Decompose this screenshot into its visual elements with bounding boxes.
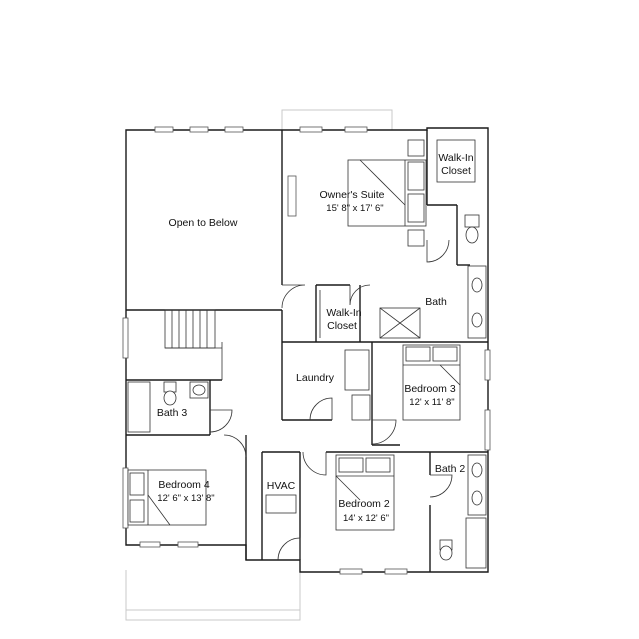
- open-to-below-label: Open to Below: [169, 217, 238, 229]
- laundry-fixtures: [344, 349, 371, 421]
- bath-2-label: Bath 2: [435, 463, 466, 475]
- bedroom-3-size: 12' x 11' 8": [409, 397, 454, 408]
- bath-3-fixtures: [127, 381, 209, 433]
- upper-balcony-outline: [281, 109, 393, 131]
- owners-bed: [347, 139, 427, 247]
- owner-closet-shelf: [436, 139, 476, 183]
- lower-porch-outline: [125, 570, 301, 621]
- hvac-label: HVAC: [267, 480, 296, 492]
- stairs: [164, 309, 223, 380]
- bedroom-3-bed: [402, 344, 461, 421]
- owners-suite-label: Owner's Suite: [319, 189, 384, 201]
- laundry-label: Laundry: [296, 372, 335, 384]
- bedroom-4-label: Bedroom 4: [158, 479, 210, 491]
- bedroom-2-bed: [335, 454, 395, 531]
- owner-closet-label-line1: Walk-In: [438, 152, 473, 164]
- bath-3-label: Bath 3: [157, 407, 188, 419]
- doors: [209, 239, 453, 561]
- interior-walls: [126, 130, 488, 572]
- hall-closet-label-line1: Walk-In: [326, 307, 361, 319]
- room-labels: Open to Below Owner's Suite 15' 8" x 17'…: [157, 152, 474, 524]
- bedroom-2-size: 14' x 12' 6": [343, 513, 389, 524]
- bedroom-4-size: 12' 6" x 13' 8": [157, 493, 214, 504]
- hvac-unit: [265, 494, 297, 514]
- owner-bath-fixtures: [379, 214, 487, 339]
- owner-closet-label-line2: Closet: [441, 165, 471, 177]
- bath-2-fixtures: [439, 454, 487, 569]
- windows: [122, 126, 491, 575]
- bath-label: Bath: [425, 296, 447, 308]
- bedroom-3-label: Bedroom 3: [404, 383, 456, 395]
- hall-closet-label-line2: Closet: [327, 320, 357, 332]
- bedroom-2-label: Bedroom 2: [338, 498, 390, 510]
- owners-suite-size: 15' 8" x 17' 6": [326, 203, 383, 214]
- bedroom-4-bed: [127, 469, 207, 526]
